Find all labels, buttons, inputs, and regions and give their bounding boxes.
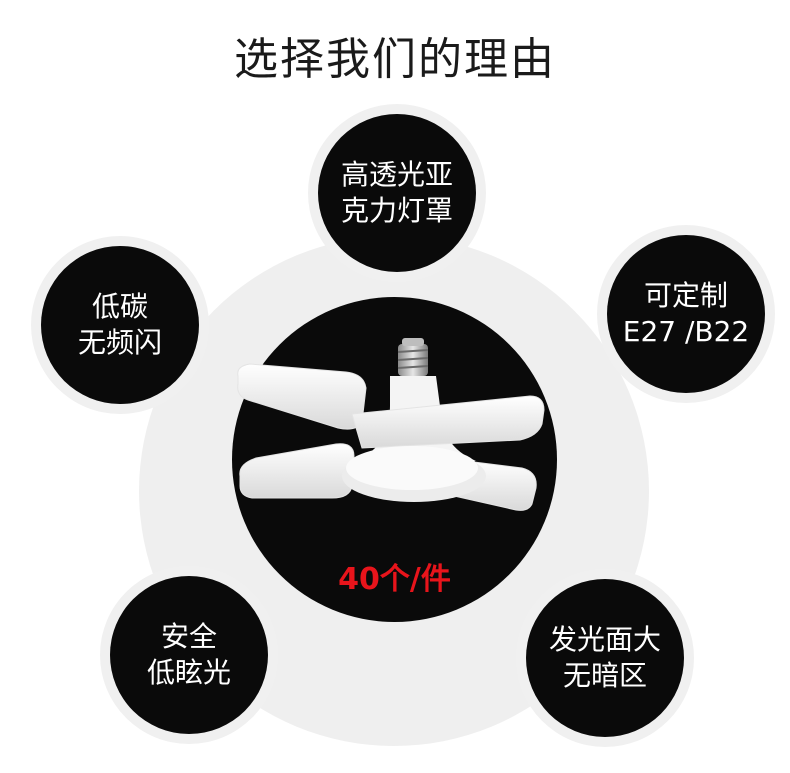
page-title: 选择我们的理由 — [234, 34, 556, 85]
feature-right-line1: 可定制 — [643, 279, 728, 312]
feature-left-line2: 无频闪 — [77, 326, 162, 359]
feature-bottom-left-line2: 低眩光 — [146, 656, 231, 689]
price-label: 40个/件 — [338, 562, 451, 597]
feature-bottom-right-line1: 发光面大 — [548, 623, 661, 656]
feature-badge-top: 高透光亚 克力灯罩 — [318, 114, 476, 272]
feature-top-line2: 克力灯罩 — [340, 194, 453, 227]
feature-badge-bottom-left: 安全 低眩光 — [110, 576, 268, 734]
feature-top-line1: 高透光亚 — [340, 158, 453, 191]
feature-badge-right: 可定制 E27 /B22 — [607, 235, 765, 393]
led-bulb-product-image — [237, 338, 545, 511]
feature-badge-left: 低碳 无频闪 — [41, 246, 199, 404]
feature-badge-bottom-right: 发光面大 无暗区 — [526, 579, 684, 737]
feature-bottom-right-line2: 无暗区 — [562, 659, 647, 692]
feature-right-line2: E27 /B22 — [622, 315, 750, 348]
feature-bottom-left-line1: 安全 — [160, 620, 217, 653]
feature-left-line1: 低碳 — [91, 290, 148, 323]
